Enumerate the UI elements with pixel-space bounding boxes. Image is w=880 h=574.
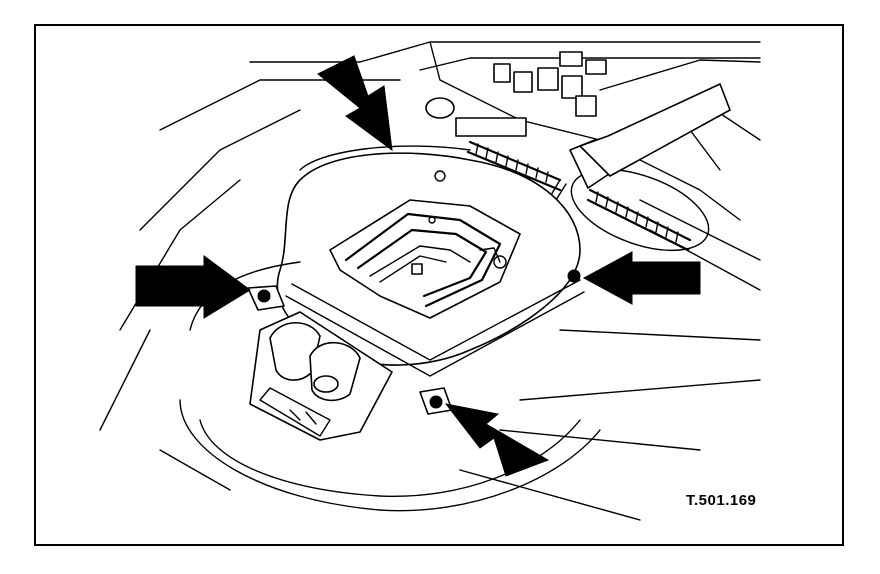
- gear-shift-gate: [329, 170, 521, 319]
- fixing-screw-left: [247, 285, 285, 311]
- callout-arrow-bottom: [444, 403, 550, 477]
- callout-arrow-left: [135, 255, 251, 319]
- callout-arrow-right: [582, 251, 701, 305]
- fixing-screw-bottom: [419, 387, 453, 415]
- fixing-screw-right: [567, 269, 581, 283]
- dashboard-outline: [99, 41, 761, 521]
- window-switch-pack: [249, 311, 393, 441]
- vent-grille-left: [466, 140, 562, 192]
- vent-grille-right: [570, 168, 710, 252]
- figure-reference-code: T.501.169: [686, 492, 757, 509]
- callout-arrow-top: [317, 55, 393, 152]
- dashboard-switch-panel: [425, 51, 607, 137]
